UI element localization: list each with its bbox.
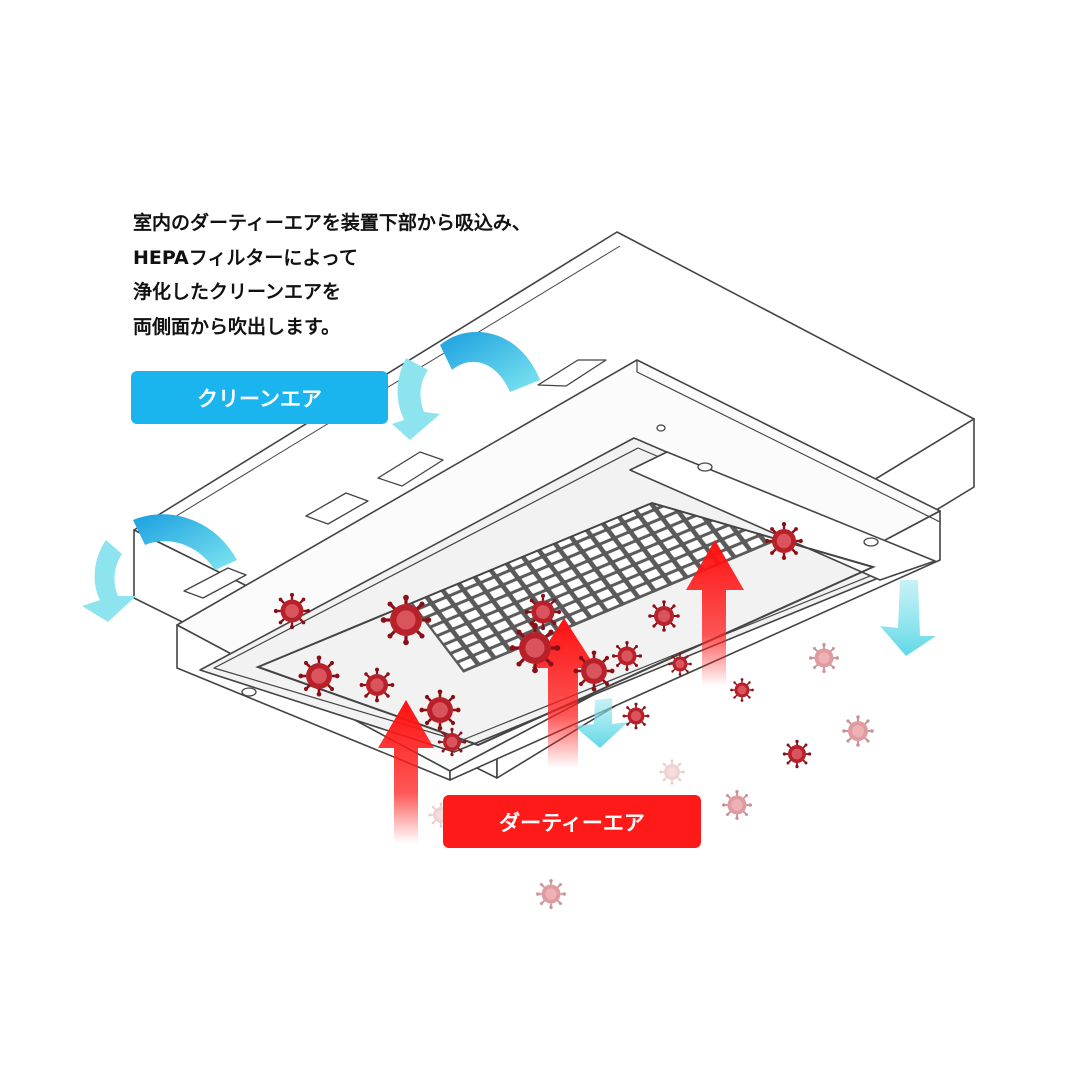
- virus-icon: [841, 714, 875, 748]
- clean-air-arrow-top: [440, 331, 540, 392]
- virus-icon: [781, 738, 813, 770]
- clean-air-arrow-left-down: [82, 540, 136, 622]
- virus-icon: [297, 654, 341, 698]
- clean-air-arrows: [82, 331, 936, 748]
- virus-icon: [418, 688, 462, 732]
- dirty-air-arrow-3: [686, 540, 744, 686]
- clean-air-arrow-right-down: [880, 580, 936, 656]
- clean-air-arrow-top-down: [392, 358, 440, 440]
- description-line-2: HEPAフィルターによって: [133, 246, 358, 269]
- screws: [241, 424, 879, 697]
- mount-brackets: [183, 359, 607, 599]
- dirty-air-arrow-1: [378, 700, 434, 843]
- clean-air-label: クリーンエア: [131, 371, 388, 424]
- virus-icon: [523, 592, 563, 632]
- virus-icon: [647, 599, 681, 633]
- virus-icon: [535, 878, 567, 910]
- description-line-1: 室内のダーティーエアを装置下部から吸込み、: [133, 212, 531, 234]
- virus-icon: [729, 677, 755, 703]
- dirty-air-label: ダーティーエア: [443, 795, 701, 848]
- virus-icon: [508, 621, 562, 675]
- clean-air-arrow-center-down: [574, 698, 628, 748]
- virus-icon: [379, 593, 433, 647]
- virus-icon: [272, 591, 312, 631]
- clean-air-label-text: クリーンエア: [197, 386, 322, 411]
- cover-plate: [629, 451, 936, 581]
- virus-icon: [621, 701, 651, 731]
- dirty-air-label-text: ダーティーエア: [499, 810, 645, 835]
- virus-icon: [358, 666, 396, 704]
- description-line-4: 両側面から吹出します。: [133, 315, 341, 338]
- virus-icon: [436, 726, 468, 758]
- description-text: 室内のダーティーエアを装置下部から吸込み、 HEPAフィルターによって 浄化した…: [133, 206, 531, 344]
- ceiling-air-purifier: [133, 231, 975, 781]
- virus-icon: [763, 520, 805, 562]
- clean-air-arrow-left: [133, 514, 237, 570]
- description-line-3: 浄化したクリーンエアを: [133, 281, 342, 303]
- virus-icon: [572, 649, 616, 693]
- virus-icon: [658, 758, 686, 786]
- virus-icon: [667, 651, 693, 677]
- virus-icon: [611, 640, 643, 672]
- virus-icon: [721, 789, 753, 821]
- virus-icon: [808, 642, 840, 674]
